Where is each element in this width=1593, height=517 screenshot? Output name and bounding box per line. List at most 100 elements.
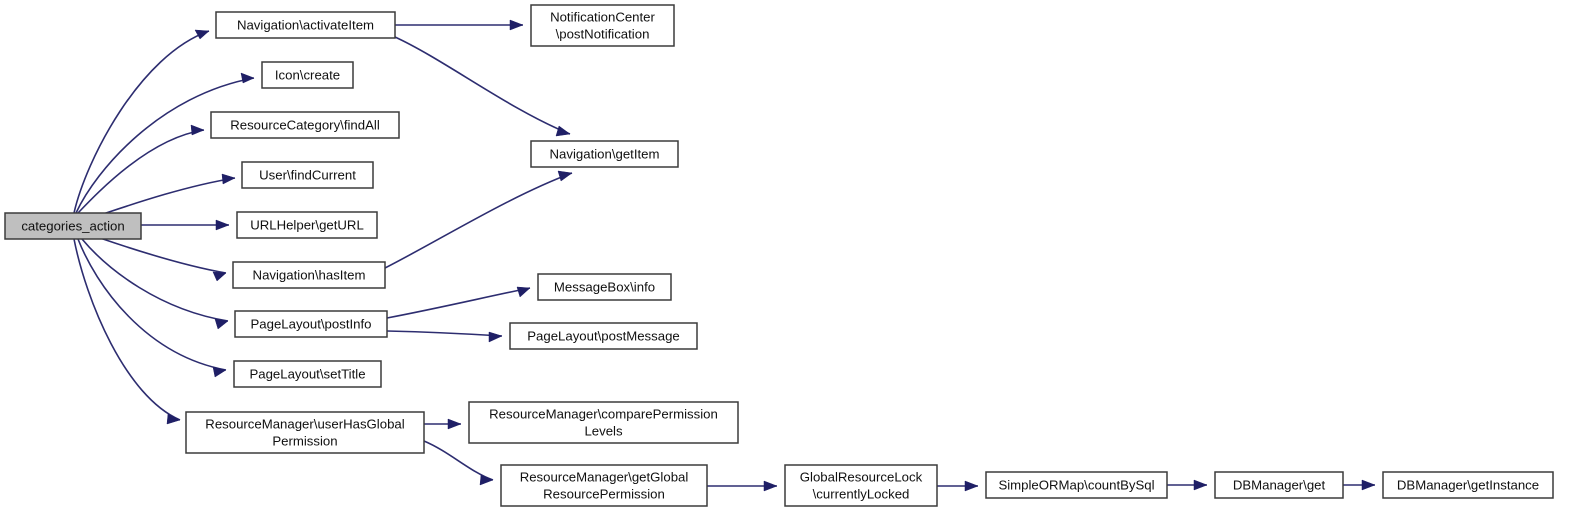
- call-edge: [73, 238, 181, 425]
- edge-line: [386, 287, 531, 319]
- node-label: GlobalResourceLock: [800, 469, 923, 484]
- node-label: MessageBox\info: [554, 279, 655, 294]
- call-edge: [73, 29, 210, 214]
- edge-line: [75, 77, 255, 214]
- edge-line: [99, 237, 227, 274]
- call-edge: [141, 219, 230, 231]
- arrowhead-icon: [1361, 479, 1376, 491]
- call-edge: [77, 124, 205, 214]
- arrowhead-icon: [447, 418, 462, 430]
- call-edge: [1343, 479, 1376, 491]
- node-label: PageLayout\postMessage: [527, 328, 680, 343]
- call-edge: [423, 440, 494, 486]
- node-box[interactable]: [537, 273, 672, 301]
- node-box[interactable]: [985, 471, 1168, 499]
- graph-node-dbmanager_getinstance[interactable]: DBManager\getInstance: [1382, 471, 1554, 499]
- graph-node-pagelayout_postmessage[interactable]: PageLayout\postMessage: [509, 322, 698, 350]
- node-box[interactable]: [233, 360, 382, 388]
- call-edge: [99, 173, 236, 216]
- node-box[interactable]: [185, 411, 425, 454]
- call-edge: [424, 418, 462, 430]
- graph-node-urlhelper_geturl[interactable]: URLHelper\getURL: [236, 211, 378, 239]
- node-label: Navigation\hasItem: [253, 267, 366, 282]
- graph-node-simpleormap_countbysql[interactable]: SimpleORMap\countBySql: [985, 471, 1168, 499]
- call-edge: [81, 238, 229, 330]
- node-box[interactable]: [530, 140, 679, 168]
- call-edge: [1167, 479, 1208, 491]
- graph-node-icon_create[interactable]: Icon\create: [261, 61, 354, 89]
- graph-node-dbmanager_get[interactable]: DBManager\get: [1214, 471, 1344, 499]
- node-label: PageLayout\postInfo: [251, 316, 372, 331]
- arrowhead-icon: [488, 331, 503, 343]
- edge-line: [77, 238, 227, 371]
- graph-node-pagelayout_settitle[interactable]: PageLayout\setTitle: [233, 360, 382, 388]
- node-box[interactable]: [509, 322, 698, 350]
- node-box[interactable]: [236, 211, 378, 239]
- call-edge: [395, 19, 524, 31]
- call-edge: [99, 237, 227, 282]
- edge-line: [73, 30, 210, 214]
- graph-node-notificationcenter_postnotification[interactable]: NotificationCenter \postNotification: [530, 4, 675, 47]
- edge-line: [384, 172, 573, 269]
- graph-node-messagebox_info[interactable]: MessageBox\info: [537, 273, 672, 301]
- node-label: Navigation\getItem: [550, 146, 660, 161]
- node-box[interactable]: [1214, 471, 1344, 499]
- graph-node-globalresourcelock_currentlylocked[interactable]: GlobalResourceLock \currentlyLocked: [784, 464, 938, 507]
- arrowhead-icon: [516, 286, 531, 298]
- graph-node-resourcemanager_getglobalresourcepermission[interactable]: ResourceManager\getGlobalResourcePermiss…: [500, 464, 708, 507]
- node-label: PageLayout\setTitle: [249, 366, 365, 381]
- node-box[interactable]: [261, 61, 354, 89]
- node-label: \currentlyLocked: [813, 486, 910, 501]
- node-box[interactable]: [215, 11, 396, 39]
- node-label: Levels: [584, 423, 623, 438]
- graph-node-navigation_getitem[interactable]: Navigation\getItem: [530, 140, 679, 168]
- node-label: NotificationCenter: [550, 9, 655, 24]
- node-box[interactable]: [530, 4, 675, 47]
- node-label: categories_action: [21, 218, 124, 233]
- arrowhead-icon: [215, 219, 230, 231]
- node-label: Navigation\activateItem: [237, 17, 374, 32]
- edge-line: [81, 238, 229, 322]
- graph-node-user_findcurrent[interactable]: User\findCurrent: [241, 161, 374, 189]
- arrowhead-icon: [240, 72, 255, 84]
- node-label: \postNotification: [556, 26, 650, 41]
- node-label: SimpleORMap\countBySql: [998, 477, 1154, 492]
- node-box[interactable]: [232, 261, 386, 289]
- arrowhead-icon: [763, 480, 778, 492]
- arrowhead-icon: [221, 173, 236, 185]
- arrowhead-icon: [166, 413, 181, 425]
- call-edge: [386, 330, 503, 343]
- edge-line: [394, 36, 571, 135]
- node-label: DBManager\get: [1233, 477, 1326, 492]
- node-box[interactable]: [234, 310, 388, 338]
- node-box[interactable]: [4, 212, 142, 240]
- node-label: ResourceManager\comparePermission: [489, 406, 718, 421]
- node-box[interactable]: [500, 464, 708, 507]
- node-box[interactable]: [468, 401, 739, 444]
- call-edge: [77, 238, 227, 378]
- graph-node-pagelayout_postinfo[interactable]: PageLayout\postInfo: [234, 310, 388, 338]
- node-box[interactable]: [1382, 471, 1554, 499]
- node-label: ResourceManager\userHasGlobal: [205, 416, 404, 431]
- graph-node-categories_action[interactable]: categories_action: [4, 212, 142, 240]
- arrowhead-icon: [212, 366, 227, 378]
- call-edge: [386, 286, 531, 319]
- graph-node-navigation_hasitem[interactable]: Navigation\hasItem: [232, 261, 386, 289]
- graph-node-resourcecategory_findall[interactable]: ResourceCategory\findAll: [210, 111, 400, 139]
- arrowhead-icon: [509, 19, 524, 31]
- node-box[interactable]: [241, 161, 374, 189]
- node-label: ResourcePermission: [543, 486, 665, 501]
- arrowhead-icon: [555, 125, 571, 137]
- edge-line: [386, 330, 503, 337]
- node-box[interactable]: [784, 464, 938, 507]
- arrowhead-icon: [1193, 479, 1208, 491]
- arrowhead-icon: [190, 124, 205, 136]
- arrowhead-icon: [964, 480, 979, 492]
- graph-node-navigation_activateitem[interactable]: Navigation\activateItem: [215, 11, 396, 39]
- call-edge: [707, 480, 778, 492]
- node-box[interactable]: [210, 111, 400, 139]
- call-edge: [384, 170, 573, 269]
